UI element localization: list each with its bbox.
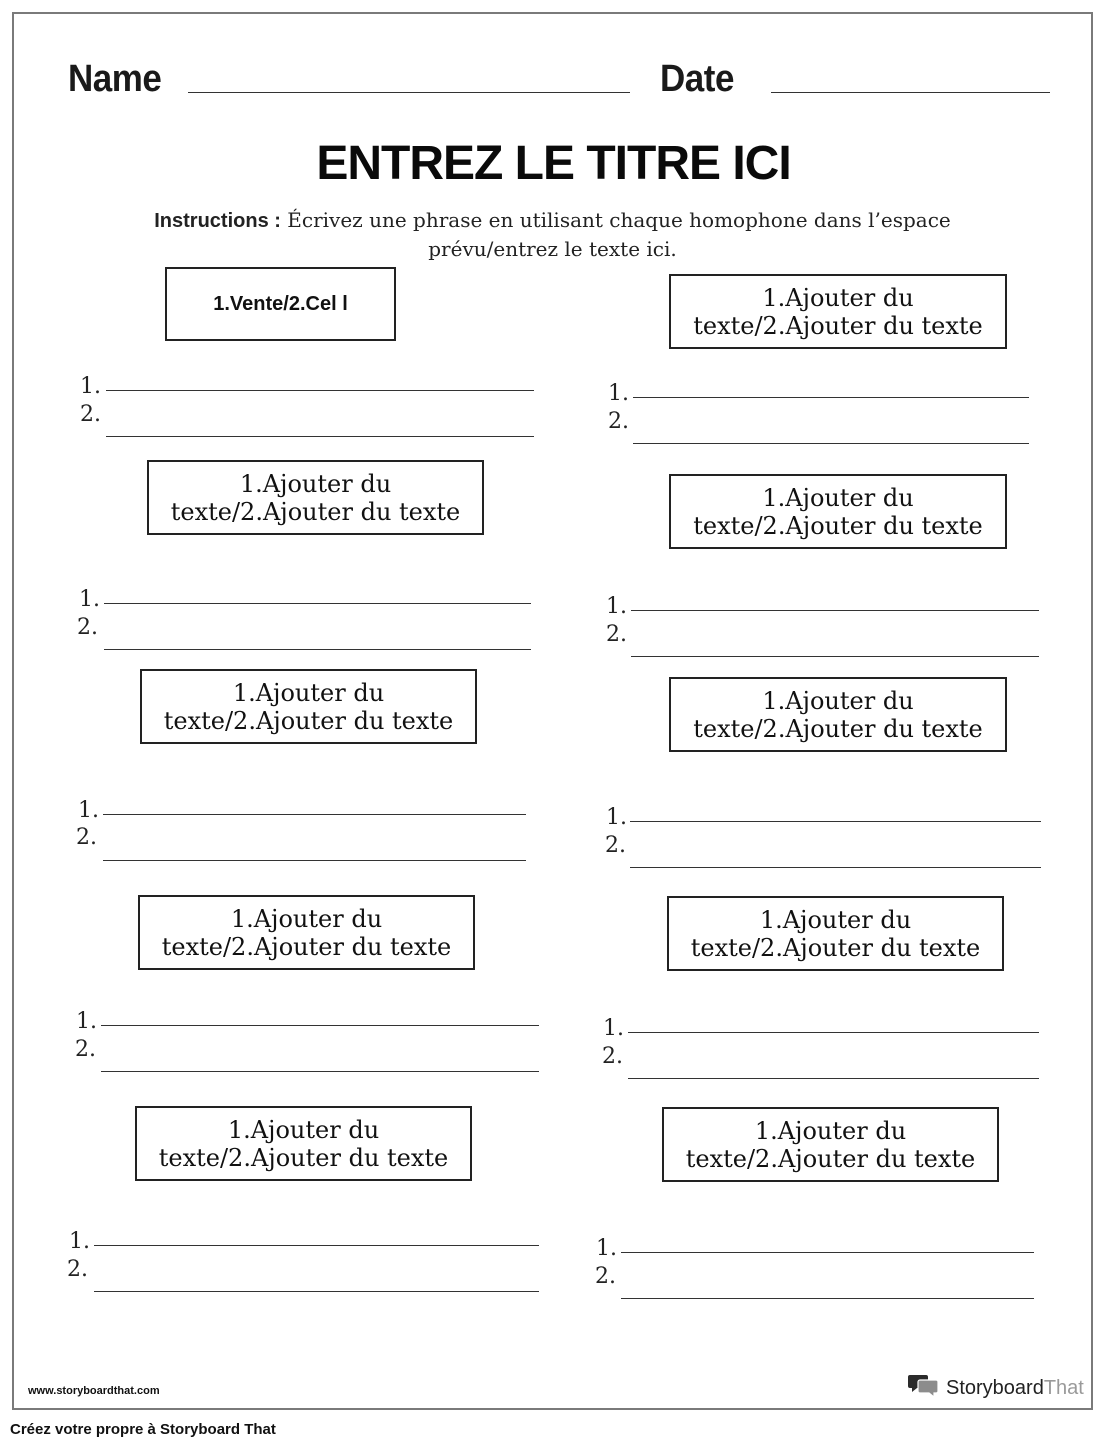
answer-line[interactable] bbox=[631, 610, 1039, 611]
answer-line[interactable] bbox=[106, 390, 534, 391]
answer-number: 2. bbox=[76, 825, 97, 850]
name-label: Name bbox=[68, 58, 162, 100]
answer-line[interactable] bbox=[103, 860, 526, 861]
answer-line[interactable] bbox=[106, 436, 534, 437]
answer-number: 2. bbox=[595, 1264, 616, 1289]
homophone-box: 1.Ajouter du texte/2.Ajouter du texte bbox=[138, 895, 475, 970]
answer-number: 2. bbox=[606, 622, 627, 647]
homophone-box: 1.Ajouter du texte/2.Ajouter du texte bbox=[669, 274, 1007, 349]
answer-number: 2. bbox=[67, 1257, 88, 1282]
homophone-box: 1.Ajouter du texte/2.Ajouter du texte bbox=[669, 677, 1007, 752]
answer-line[interactable] bbox=[628, 1032, 1039, 1033]
instructions-text: Écrivez une phrase en utilisant chaque h… bbox=[280, 208, 951, 261]
brand-accent: That bbox=[1043, 1376, 1084, 1399]
answer-number: 1. bbox=[608, 381, 629, 406]
footer-url[interactable]: www.storyboardthat.com bbox=[28, 1385, 160, 1397]
answer-line[interactable] bbox=[621, 1252, 1034, 1253]
storyboardthat-logo[interactable]: StoryboardThat bbox=[908, 1372, 1084, 1404]
homophone-box: 1.Ajouter du texte/2.Ajouter du texte bbox=[667, 896, 1004, 971]
answer-line[interactable] bbox=[94, 1291, 539, 1292]
answer-line[interactable] bbox=[104, 603, 531, 604]
page-title: ENTREZ LE TITRE ICI bbox=[316, 137, 791, 190]
answer-number: 1. bbox=[606, 805, 627, 830]
instructions-label: Instructions : bbox=[154, 210, 281, 232]
answer-number: 2. bbox=[605, 833, 626, 858]
answer-line[interactable] bbox=[101, 1025, 539, 1026]
answer-number: 2. bbox=[77, 615, 98, 640]
answer-line[interactable] bbox=[101, 1071, 539, 1072]
name-field[interactable] bbox=[188, 92, 630, 93]
answer-number: 1. bbox=[78, 798, 99, 823]
answer-number: 1. bbox=[596, 1236, 617, 1261]
homophone-box: 1.Ajouter du texte/2.Ajouter du texte bbox=[147, 460, 484, 535]
answer-number: 1. bbox=[76, 1009, 97, 1034]
answer-number: 1. bbox=[80, 374, 101, 399]
date-field[interactable] bbox=[771, 92, 1050, 93]
answer-line[interactable] bbox=[630, 867, 1041, 868]
homophone-box: 1.Ajouter du texte/2.Ajouter du texte bbox=[140, 669, 477, 744]
date-label: Date bbox=[660, 58, 734, 100]
speech-bubbles-icon bbox=[908, 1372, 940, 1404]
homophone-box: 1.Ajouter du texte/2.Ajouter du texte bbox=[662, 1107, 999, 1182]
answer-line[interactable] bbox=[628, 1078, 1039, 1079]
answer-number: 2. bbox=[75, 1037, 96, 1062]
answer-line[interactable] bbox=[630, 821, 1041, 822]
answer-line[interactable] bbox=[633, 397, 1029, 398]
answer-line[interactable] bbox=[104, 649, 531, 650]
instructions: Instructions : Écrivez une phrase en uti… bbox=[95, 206, 1010, 263]
answer-line[interactable] bbox=[94, 1245, 539, 1246]
brand-main: Storyboard bbox=[946, 1376, 1044, 1399]
answer-number: 1. bbox=[606, 594, 627, 619]
answer-number: 1. bbox=[79, 587, 100, 612]
bottom-note[interactable]: Créez votre propre à Storyboard That bbox=[10, 1421, 276, 1438]
answer-line[interactable] bbox=[633, 443, 1029, 444]
homophone-box: 1.Vente/2.Cel l bbox=[165, 267, 396, 341]
homophone-box: 1.Ajouter du texte/2.Ajouter du texte bbox=[135, 1106, 472, 1181]
homophone-box: 1.Ajouter du texte/2.Ajouter du texte bbox=[669, 474, 1007, 549]
answer-line[interactable] bbox=[631, 656, 1039, 657]
answer-number: 1. bbox=[603, 1016, 624, 1041]
answer-number: 2. bbox=[80, 402, 101, 427]
answer-line[interactable] bbox=[103, 814, 526, 815]
answer-line[interactable] bbox=[621, 1298, 1034, 1299]
answer-number: 2. bbox=[608, 409, 629, 434]
answer-number: 1. bbox=[69, 1229, 90, 1254]
answer-number: 2. bbox=[602, 1044, 623, 1069]
